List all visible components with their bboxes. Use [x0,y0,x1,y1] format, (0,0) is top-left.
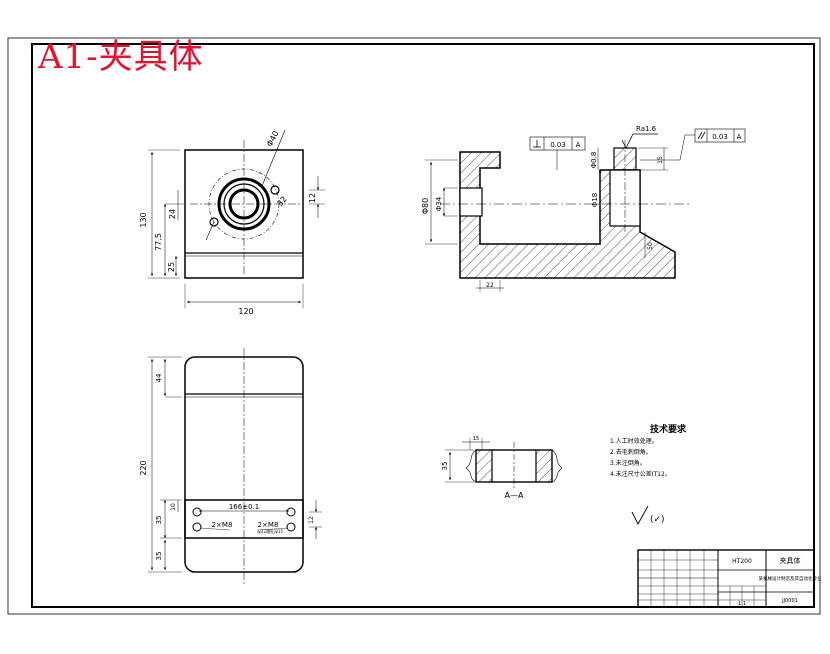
dim-130: 130 [139,212,148,227]
note-2xm8-left: 2×M8 [212,521,233,529]
dim-44: 44 [155,373,163,382]
dim-220: 220 [139,460,148,475]
dim-35b: 35 [155,552,163,561]
top-view [148,348,322,585]
dim-166: 166±0.1 [229,503,259,511]
dim-25: 25 [167,262,176,272]
note-2xm8-sub: 深22通孔深15 [257,528,284,534]
school-label: 某机械设计制造及其自动化专业 [759,575,822,582]
front-view [148,129,325,308]
dim-77-5: 77.5 [154,233,163,251]
dim-15: 15 [657,156,664,164]
technical-requirements: 技术要求 1.人工时效处理。 2.去毛刺倒角。 3.未注倒角。 4.未注尺寸公差… [610,423,687,525]
scale-label: 1:1 [738,601,746,607]
tech-req-title: 技术要求 [650,423,687,435]
bore-cutout [459,187,483,217]
detail-view-labels: 35 15 A—A [441,436,524,500]
sheet-title: A1-夹具体 [38,37,204,77]
detail-view [445,438,563,490]
roughness-paren-icon: (✓) [650,515,665,525]
perp-tol-datum: A [576,141,581,149]
dim-22: 22 [486,282,494,289]
inner-border [31,43,815,608]
dim-35a: 35 [155,516,163,525]
pin-hole [270,185,280,195]
pin-hole [209,217,219,227]
par-tol-value: 0.03 [712,133,728,141]
note-2xm8-right: 2×M8 [258,521,279,529]
dim-24: 24 [168,209,177,219]
detail-label: A—A [505,491,524,500]
material-label: HT200 [732,558,752,565]
section-view-dimensions: Φ80 Φ34 22 Φ18 Φ0.8 15 50 0.03 A 0.03 A … [421,125,742,289]
par-tol-frame [694,128,746,143]
tech-req-item: 2.去毛刺倒角。 [610,448,652,456]
tech-req-item: 4.未注尺寸公差IT12。 [610,470,671,478]
tech-req-item: 3.未注倒角。 [610,459,646,467]
general-roughness-icon [631,505,649,525]
detail-dim-top: 15 [473,436,479,442]
part-name: 夹具体 [780,556,801,565]
dim-phi34: Φ34 [435,196,443,211]
roughness-symbol [621,133,658,149]
par-tol-datum: A [737,133,742,141]
tech-req-item: 1.人工时效处理。 [610,437,658,445]
dim-phi0-8: Φ0.8 [590,152,598,169]
dim-right-vert: 50 [647,242,654,250]
title-block [637,549,815,608]
roughness-value: Ra1.6 [636,125,657,133]
dim-12: 12 [308,193,317,203]
drawing-number: JJ0001 [781,598,798,604]
dim-phi18: Φ18 [591,193,599,207]
dim-phi40: Φ40 [265,129,281,148]
section-body [459,151,676,279]
top-view-dimensions: 220 44 35 35 10 12 166±0.1 2×M8 2×M8 深22… [139,373,315,560]
title-block-text: HT200 某机械设计制造及其自动化专业 夹具体 JJ0001 1:1 [732,556,822,607]
title-block-frame [637,549,815,608]
outer-border [7,37,821,615]
dim-120: 120 [238,307,253,316]
section-view [425,128,746,292]
detail-dim-35: 35 [441,462,449,471]
dim-32: 32 [275,195,288,209]
dim-10: 10 [170,503,177,511]
dim-12: 12 [308,516,315,524]
dim-phi80: Φ80 [421,198,430,214]
perp-tol-value: 0.03 [550,141,566,149]
